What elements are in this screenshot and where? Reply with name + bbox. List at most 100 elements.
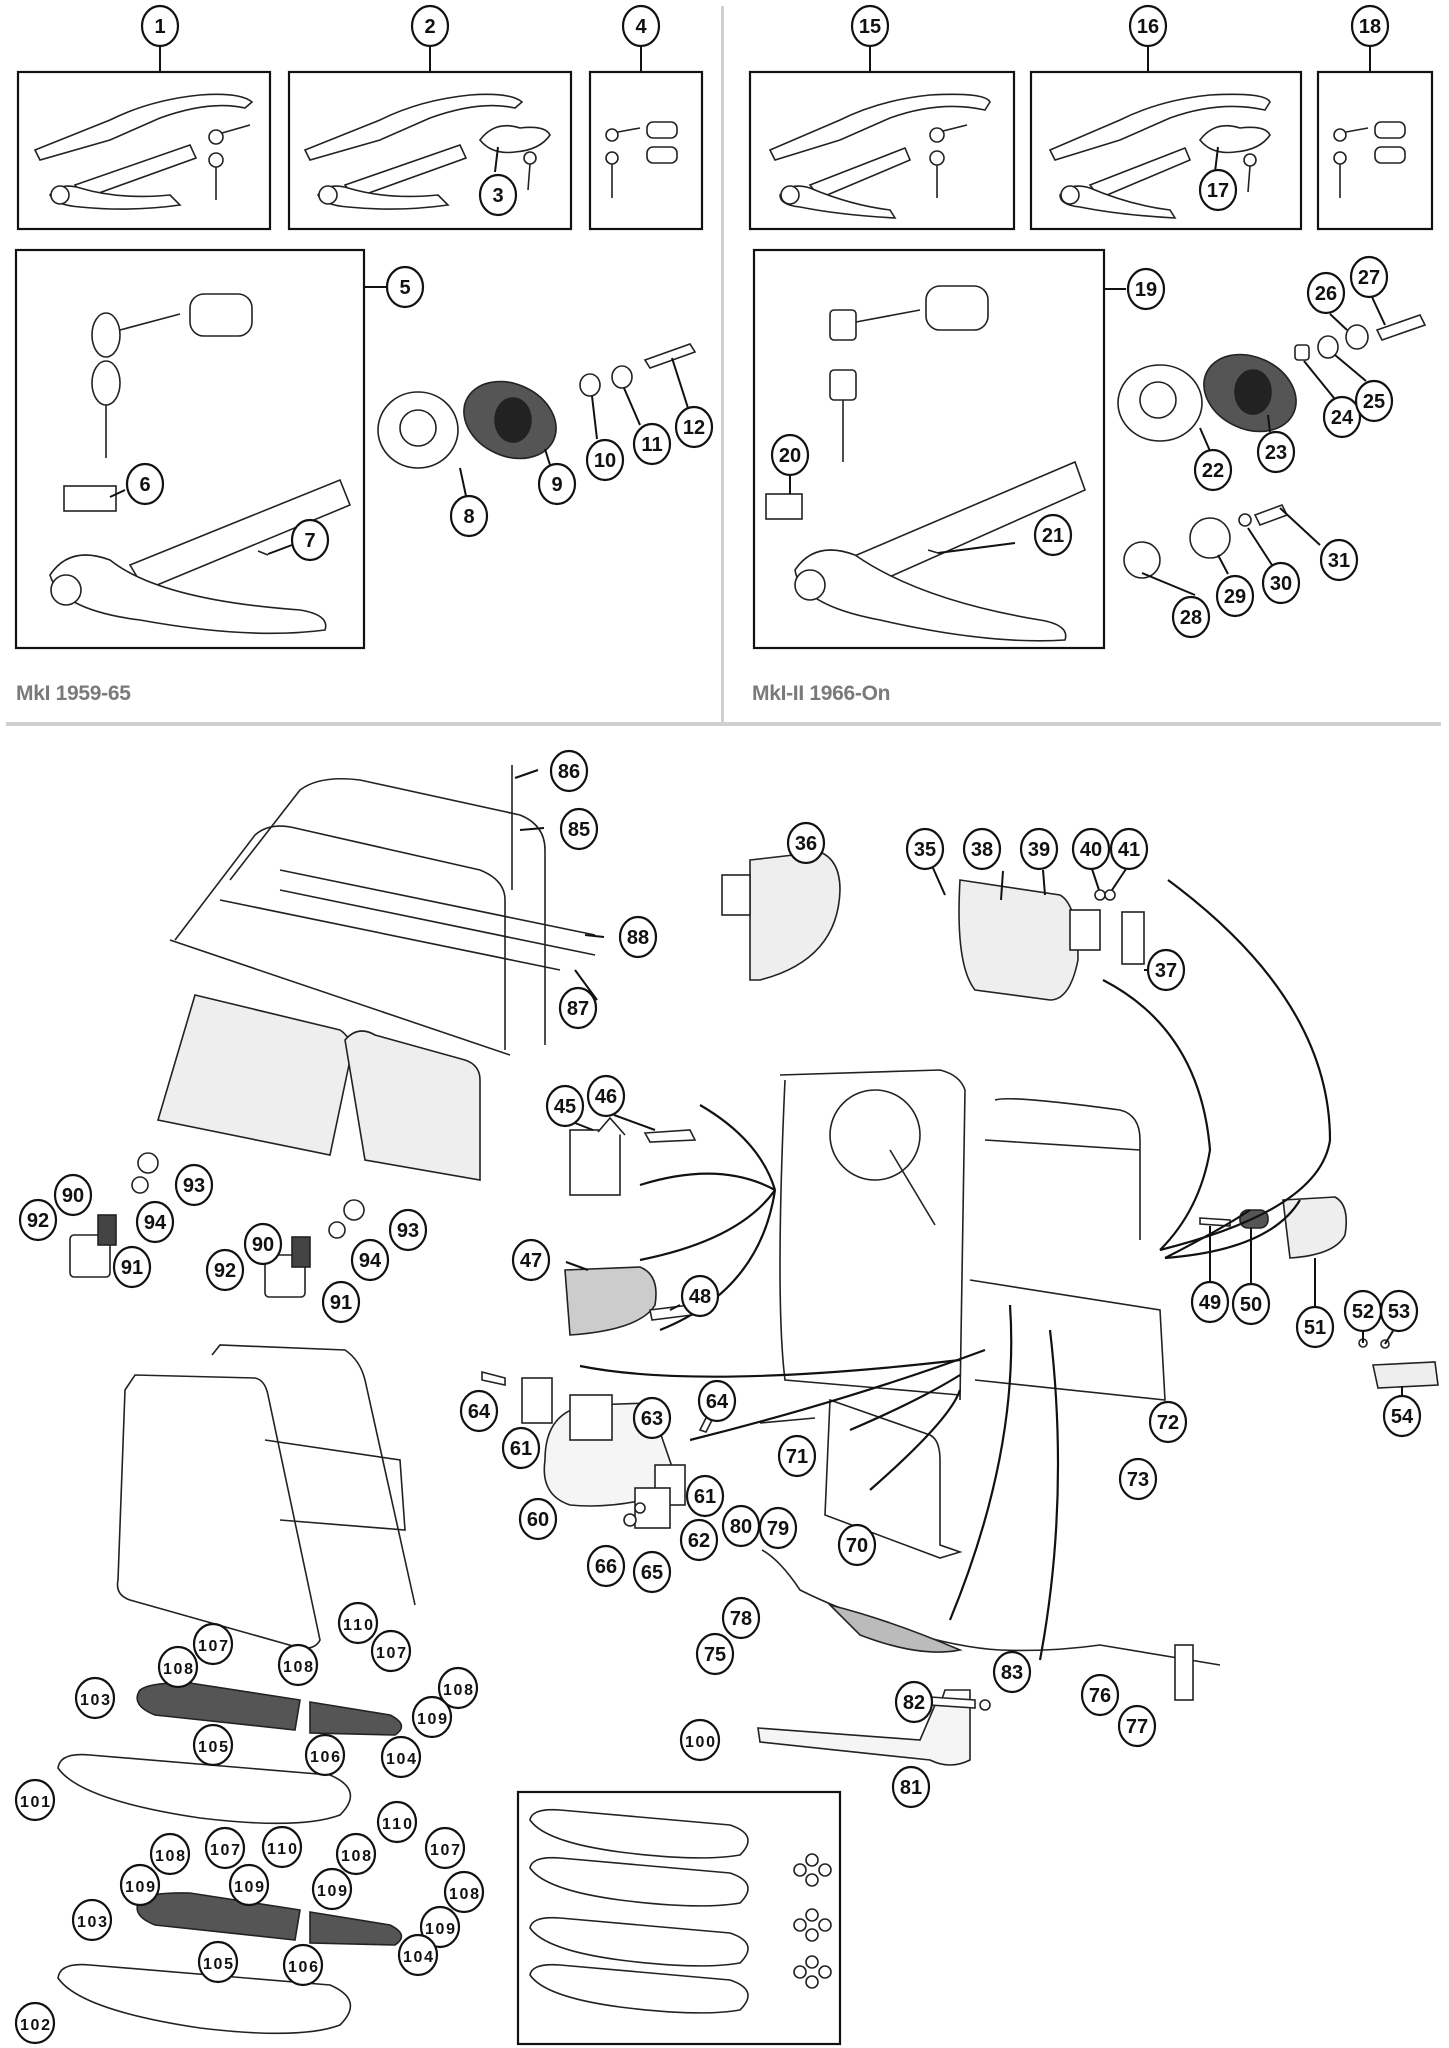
callout-circle <box>1256 430 1296 474</box>
callout-part-106: 106 <box>304 1733 346 1777</box>
callout-number: 109 <box>125 1879 155 1896</box>
washer-icon <box>1094 889 1106 901</box>
callout-number: 103 <box>77 1914 107 1931</box>
callout-part-75: 75 <box>695 1632 735 1676</box>
callout-number: 61 <box>510 1438 532 1460</box>
screw-icon <box>1253 504 1289 526</box>
callout-number: 91 <box>121 1257 143 1279</box>
callout-part-23: 23 <box>1256 430 1296 474</box>
callout-number: 31 <box>1328 550 1350 572</box>
callout-part-108: 108 <box>157 1645 199 1689</box>
callout-circle <box>680 1274 720 1318</box>
callout-number: 106 <box>288 1959 318 1976</box>
callout-part-85: 85 <box>559 807 599 851</box>
callout-number: 20 <box>779 445 801 467</box>
callout-number: 9 <box>551 474 562 496</box>
callout-number: 16 <box>1137 16 1159 38</box>
callout-circle <box>585 438 625 482</box>
callout-part-92: 92 <box>205 1248 245 1292</box>
callout-circle <box>335 1832 377 1876</box>
callout-number: 81 <box>900 1777 922 1799</box>
kit-box-1 <box>16 70 272 231</box>
callout-circle <box>192 1622 234 1666</box>
callout-number: 25 <box>1363 391 1385 413</box>
callout-circle <box>380 1735 422 1779</box>
callout-circle <box>337 1601 379 1645</box>
callout-circle <box>905 827 945 871</box>
callout-circle <box>228 1863 270 1907</box>
callout-number: 108 <box>283 1659 313 1676</box>
callout-part-61: 61 <box>685 1474 725 1518</box>
callout-number: 109 <box>425 1921 455 1938</box>
callout-number: 18 <box>1359 16 1381 38</box>
callout-part-90: 90 <box>243 1222 283 1266</box>
bracket-tab-icon <box>597 1116 626 1136</box>
callout-part-11: 11 <box>632 422 672 466</box>
callout-circle <box>1349 255 1389 299</box>
callout-number: 61 <box>694 1486 716 1508</box>
callout-part-91: 91 <box>112 1245 152 1289</box>
callout-circle <box>424 1826 466 1870</box>
striker-pad-icon <box>1282 1196 1348 1259</box>
callout-part-79: 79 <box>758 1506 798 1550</box>
callout-circle <box>125 462 165 506</box>
callout-part-3: 3 <box>478 173 518 217</box>
callout-circle <box>419 1905 461 1949</box>
callout-number: 107 <box>376 1645 406 1662</box>
callout-circle <box>1080 1673 1120 1717</box>
callout-part-28: 28 <box>1171 595 1211 639</box>
cover-cap-icon <box>1372 1361 1439 1389</box>
callout-number: 108 <box>443 1682 473 1699</box>
callout-circle <box>501 1426 541 1470</box>
callout-part-81: 81 <box>891 1765 931 1809</box>
callout-number: 47 <box>520 1250 542 1272</box>
callout-circle <box>174 1163 214 1207</box>
callout-circle <box>545 1084 585 1128</box>
callout-circle <box>204 1826 246 1870</box>
callout-circle <box>119 1863 161 1907</box>
callout-part-53: 53 <box>1379 1289 1419 1333</box>
callout-part-77: 77 <box>1117 1704 1157 1748</box>
callout-circle <box>71 1898 113 1942</box>
washer-icon <box>131 1176 149 1194</box>
callout-number: 1 <box>154 16 165 38</box>
callout-number: 50 <box>1240 1294 1262 1316</box>
callout-circle <box>850 4 890 48</box>
callout-number: 80 <box>730 1516 752 1538</box>
callout-part-108: 108 <box>149 1832 191 1876</box>
callout-part-110: 110 <box>376 1800 418 1844</box>
callout-number: 40 <box>1080 839 1102 861</box>
callout-part-105: 105 <box>197 1940 239 1984</box>
callout-number: 30 <box>1270 573 1292 595</box>
callout-part-61: 61 <box>501 1426 541 1470</box>
callout-part-27: 27 <box>1349 255 1389 299</box>
callout-part-110: 110 <box>261 1825 303 1869</box>
callout-circle <box>1148 1400 1188 1444</box>
callout-part-18: 18 <box>1350 4 1390 48</box>
callout-part-102: 102 <box>14 2001 56 2045</box>
callout-circle <box>411 1695 453 1739</box>
callout-number: 64 <box>468 1401 491 1423</box>
callout-circle <box>618 915 658 959</box>
callout-circle <box>385 265 425 309</box>
callout-circle <box>112 1245 152 1289</box>
callout-part-87: 87 <box>558 986 598 1030</box>
callout-part-108: 108 <box>335 1832 377 1876</box>
callout-number: 76 <box>1089 1685 1111 1707</box>
door-handle-pair-icon <box>1048 93 1271 219</box>
callout-circle <box>697 1379 737 1423</box>
screw-icon <box>481 1370 506 1386</box>
callout-part-90: 90 <box>53 1173 93 1217</box>
callout-number: 88 <box>627 927 649 949</box>
callout-number: 92 <box>27 1210 49 1232</box>
callout-circle <box>311 1867 353 1911</box>
callout-circle <box>443 1870 485 1914</box>
callout-number: 29 <box>1224 586 1246 608</box>
key-icon <box>208 124 251 200</box>
callout-number: 36 <box>795 833 817 855</box>
callout-part-26: 26 <box>1306 271 1346 315</box>
callout-number: 6 <box>139 474 150 496</box>
finisher-seal-icon <box>136 1682 403 1946</box>
callout-circle <box>1382 1394 1422 1438</box>
